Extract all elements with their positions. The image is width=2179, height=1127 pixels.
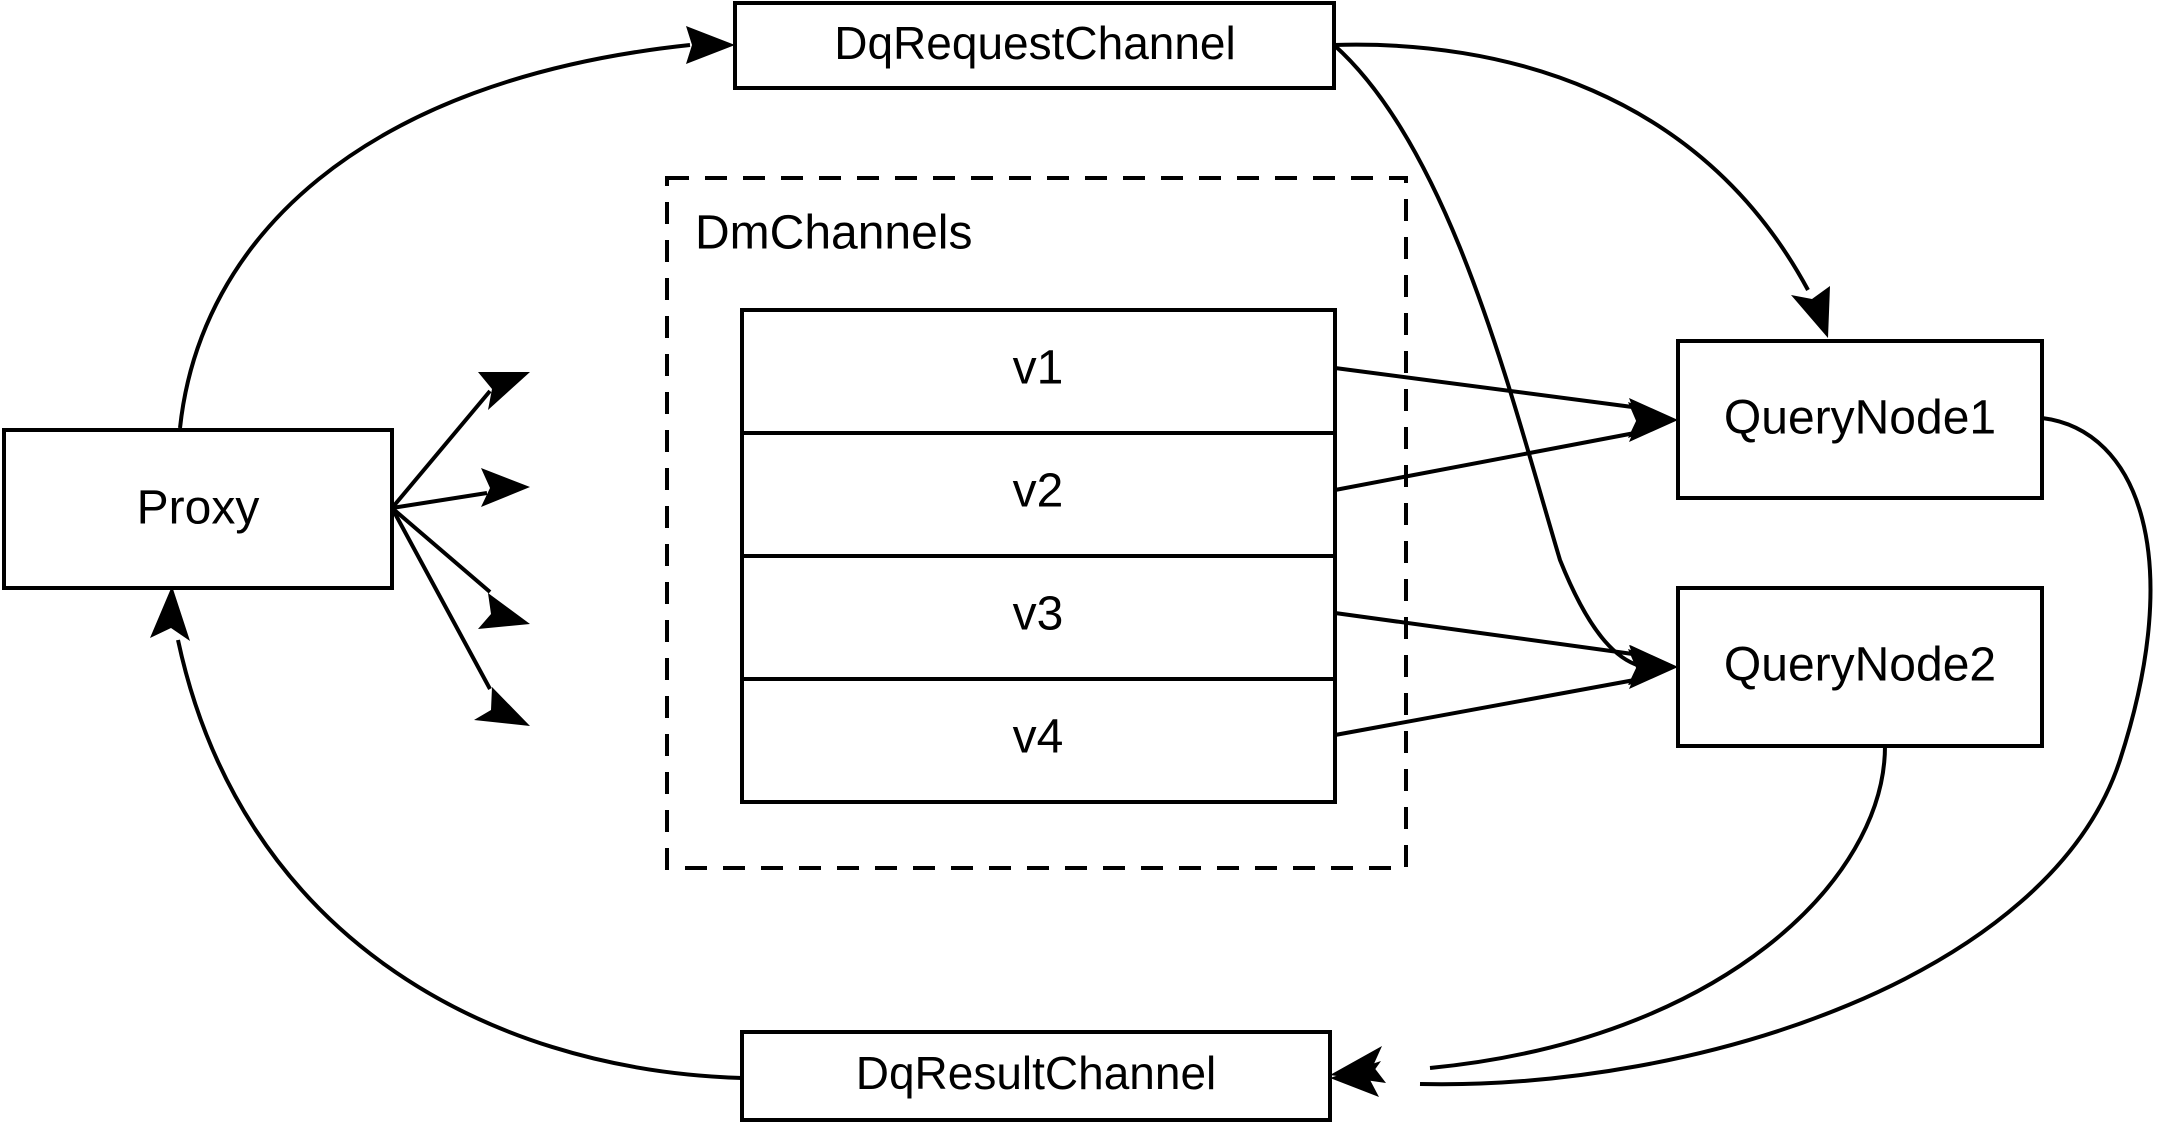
node-dq-result-channel[interactable]: DqResultChannel — [740, 1030, 1332, 1122]
vchannel-item-v1[interactable]: v1 — [1013, 342, 1064, 395]
node-proxy-box[interactable] — [2, 428, 394, 590]
node-proxy[interactable]: Proxy — [2, 428, 394, 590]
edge-dq-result-channel-to-proxy — [150, 586, 743, 1080]
edge-path — [1334, 366, 1641, 410]
edge-v2-to-query-node-1 — [1334, 402, 1678, 492]
arrow-head-icon — [481, 468, 530, 507]
edge-query-node-2-to-dq-result-channel — [1330, 745, 1887, 1083]
arrow-head-icon — [1330, 1046, 1386, 1083]
edge-dq-request-channel-to-query-node-1 — [1333, 42, 1830, 338]
edge-proxy-to-v2 — [391, 468, 530, 510]
edge-path — [1334, 430, 1641, 492]
edge-query-node-1-to-dq-result-channel — [1330, 416, 2153, 1097]
arrow-head-icon — [1791, 286, 1830, 338]
node-dq-result-channel-label: DqResultChannel — [856, 1047, 1217, 1099]
arrow-head-icon — [1628, 649, 1678, 689]
vchannel-item-v2[interactable]: v2 — [1013, 465, 1064, 518]
edge-path — [1334, 611, 1641, 657]
vchannel-item-v4[interactable]: v4 — [1013, 711, 1064, 764]
node-query-node-2-box[interactable] — [1676, 586, 2044, 748]
edge-path — [178, 43, 691, 429]
edge-path — [390, 506, 492, 594]
node-dq-request-channel-box[interactable] — [733, 1, 1336, 90]
dm-channels-group: DmChannels — [665, 176, 1408, 870]
node-dq-result-channel-box[interactable] — [740, 1030, 1332, 1122]
vchannel-item-v3[interactable]: v3 — [1013, 588, 1064, 641]
edge-proxy-to-v3 — [390, 506, 530, 629]
edge-proxy-to-v1 — [390, 372, 530, 510]
edge-path — [1334, 677, 1641, 737]
dm-channels-group-border — [665, 176, 1408, 870]
node-query-node-1[interactable]: QueryNode1 — [1676, 339, 2044, 500]
edge-path — [390, 507, 492, 690]
edge-path — [390, 389, 492, 510]
arrow-head-icon — [478, 593, 530, 629]
edge-proxy-to-dq-request-channel — [178, 26, 735, 429]
edge-path — [391, 491, 488, 510]
edge-v4-to-query-node-2 — [1334, 649, 1678, 737]
node-query-node-2[interactable]: QueryNode2 — [1676, 586, 2044, 748]
edge-path — [1419, 416, 2153, 1087]
arrow-head-icon — [1628, 402, 1678, 442]
arrow-head-icon — [150, 586, 190, 641]
arrow-head-icon — [478, 372, 530, 410]
node-dq-request-channel[interactable]: DqRequestChannel — [733, 1, 1336, 90]
node-proxy-label: Proxy — [137, 482, 260, 535]
edge-dq-request-channel-to-query-node-2 — [1332, 43, 1678, 685]
edge-path — [1429, 745, 1887, 1070]
arrow-head-icon — [474, 687, 530, 726]
dm-channels-group-label: DmChannels — [695, 207, 972, 260]
node-dq-request-channel-label: DqRequestChannel — [834, 17, 1236, 69]
node-query-node-2-label: QueryNode2 — [1724, 639, 1996, 692]
node-query-node-1-box[interactable] — [1676, 339, 2044, 500]
edge-path — [1332, 43, 1641, 668]
node-query-node-1-label: QueryNode1 — [1724, 392, 1996, 445]
edge-proxy-to-v4 — [390, 507, 530, 726]
arrow-head-icon — [686, 26, 735, 64]
vchannel-stack: v1 v2 v3 v4 — [740, 308, 1337, 804]
edge-v3-to-query-node-2 — [1334, 611, 1678, 685]
edge-path — [176, 639, 743, 1080]
edge-path — [1333, 42, 1810, 291]
